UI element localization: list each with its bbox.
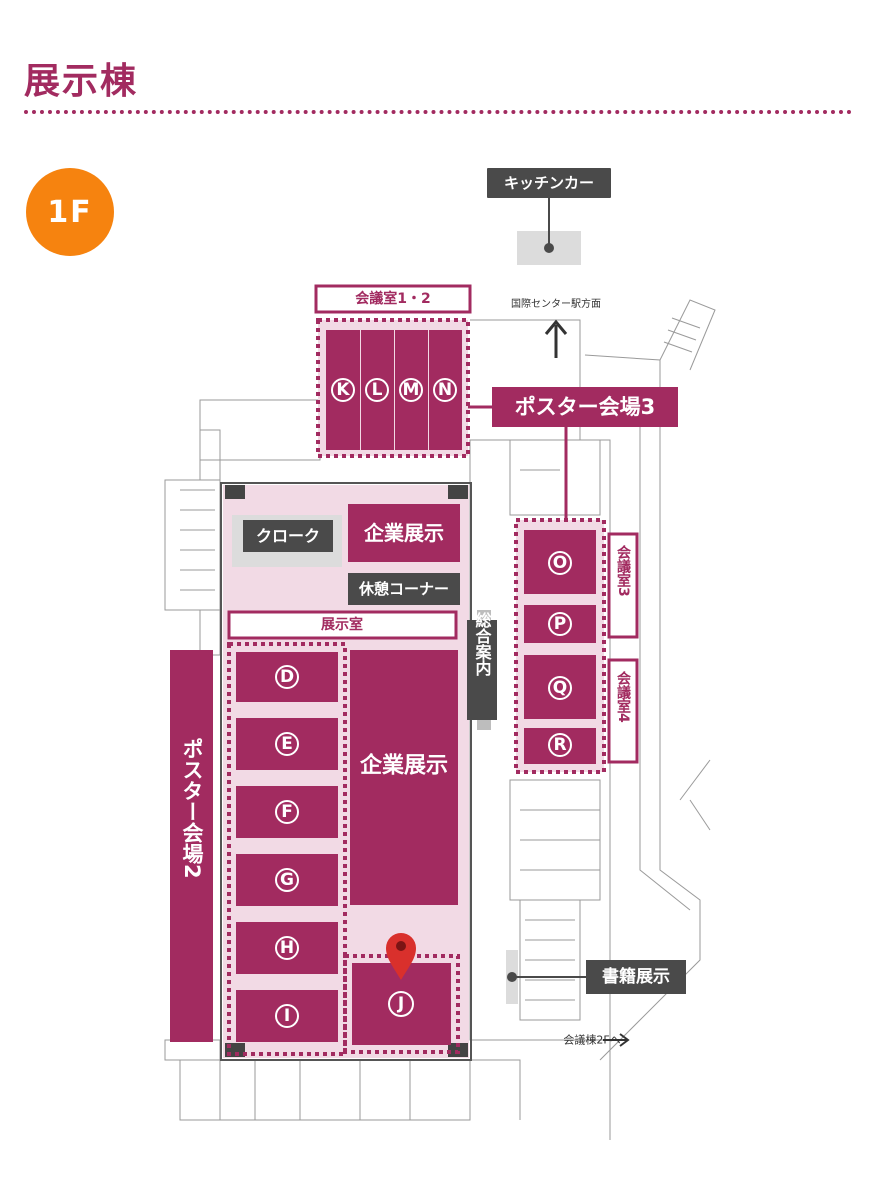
kaigi-room-3: 会議室3	[607, 532, 639, 639]
to-kaigi-2f: 会議棟2Fへ	[563, 1033, 630, 1047]
floor-badge: 1F	[26, 168, 114, 256]
kigyo-tenji-big-label: 企業展示	[359, 753, 448, 779]
room-O: O	[553, 553, 567, 573]
rooms-o-to-r: O P Q R	[514, 518, 606, 774]
page-title: 展示棟	[24, 61, 139, 102]
kaigi-room-4: 会議室4	[607, 658, 639, 764]
kitchen-car-label: キッチンカー	[504, 174, 594, 192]
sogo-annai: 総合案内	[467, 610, 497, 730]
kitchen-car-area: キッチンカー	[487, 168, 611, 265]
room-D: D	[280, 667, 294, 687]
shoseki-label: 書籍展示	[602, 966, 670, 987]
kaigi-2f-label: 会議棟2Fへ	[563, 1033, 620, 1047]
cloak-label: クローク	[256, 527, 320, 546]
station-direction-label: 国際センター駅方面	[511, 297, 601, 310]
room-R: R	[553, 735, 566, 755]
room-L: L	[372, 380, 383, 400]
room-G: G	[280, 870, 294, 890]
room-N: N	[438, 380, 452, 400]
room-H: H	[280, 938, 294, 958]
shoseki-tenji: 書籍展示	[506, 950, 686, 1004]
kyukei-corner-label: 休憩コーナー	[358, 580, 449, 598]
room-J: J	[397, 994, 404, 1014]
room-K: K	[336, 380, 350, 400]
main-exhibition-hall: クローク 企業展示 休憩コーナー 展示室 D E F G H I 企業展示 J	[220, 482, 472, 1061]
kigyo-tenji-small-label: 企業展示	[363, 521, 444, 545]
room-P: P	[554, 614, 566, 634]
poster-hall-2: ポスター会場2	[170, 650, 213, 1042]
kaigi-3-label: 会議室3	[615, 544, 631, 596]
kaigi-4-label: 会議室4	[615, 670, 631, 723]
arrow-right-icon	[619, 1033, 630, 1047]
room-E: E	[281, 734, 293, 754]
poster-hall-3: ポスター会場3	[468, 387, 678, 520]
kaigi-12-label: 会議室1・2	[355, 290, 430, 307]
title-divider	[24, 110, 852, 114]
room-F: F	[281, 802, 293, 822]
room-M: M	[403, 380, 420, 400]
room-Q: Q	[553, 678, 567, 698]
sogo-annai-label: 総合案内	[473, 611, 493, 677]
poster-hall-3-label: ポスター会場3	[515, 395, 656, 419]
station-direction: 国際センター駅方面	[511, 297, 601, 358]
tenjishitsu-label: 展示室	[321, 616, 363, 633]
poster-hall-2-label: ポスター会場2	[180, 737, 204, 878]
room-I: I	[284, 1006, 290, 1026]
kaigi-room-1-2: 会議室1・2 K L M N	[314, 284, 472, 458]
location-pin-icon	[386, 933, 416, 980]
